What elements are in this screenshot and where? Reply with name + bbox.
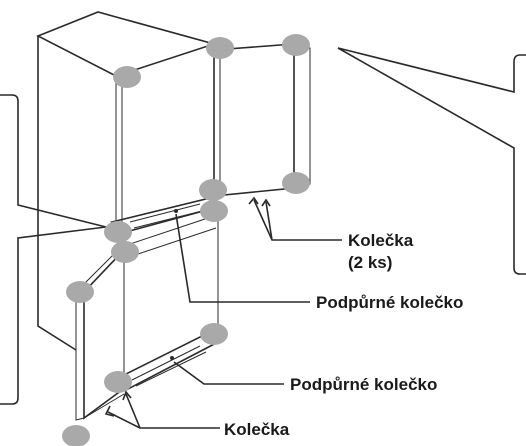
marker-mid-left-lower xyxy=(111,241,139,263)
label-support-wheel-upper: Podpůrné kolečko xyxy=(316,293,463,312)
marker-lower-center xyxy=(200,323,228,345)
marker-top-right xyxy=(282,34,310,56)
right-callout-bubble xyxy=(337,47,526,275)
marker-mid-center-lower xyxy=(200,200,228,222)
marker-mid-left xyxy=(104,221,132,243)
marker-lower-left-2 xyxy=(104,371,132,393)
marker-mid-right xyxy=(282,172,310,194)
hinge-markers xyxy=(62,34,310,446)
label-wheels-top-count: (2 ks) xyxy=(348,253,392,272)
label-wheels-top: Kolečka xyxy=(348,231,414,250)
leader-support-upper xyxy=(175,213,310,303)
marker-mid-center xyxy=(199,179,227,201)
label-support-wheel-lower: Podpůrné kolečko xyxy=(290,375,437,394)
leader-wheels-bottom xyxy=(125,393,220,429)
marker-top-center xyxy=(206,37,234,59)
fridge-cabinet xyxy=(36,11,221,384)
leader-support-lower xyxy=(173,361,284,385)
leader-lines xyxy=(104,196,342,429)
callout-labels: Kolečka (2 ks) Podpůrné kolečko Podpůrné… xyxy=(224,231,463,439)
marker-bottom-left xyxy=(62,425,90,446)
lower-door xyxy=(75,215,217,421)
marker-top-left xyxy=(113,66,141,88)
left-callout-bubble xyxy=(0,94,107,405)
label-wheels-bottom: Kolečka xyxy=(224,420,290,439)
lower-hinge-bar xyxy=(83,331,224,419)
marker-lower-left xyxy=(66,281,94,303)
